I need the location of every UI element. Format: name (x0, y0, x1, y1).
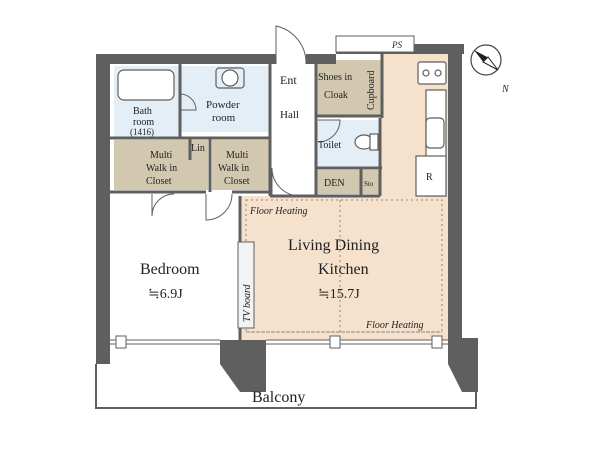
cupboard-floor (358, 60, 382, 116)
column-right (448, 338, 478, 392)
kitchen-counter (415, 61, 447, 197)
refrigerator-box (415, 155, 447, 197)
floor-heating-label-2: Floor Heating (365, 320, 424, 331)
shoes-cloak-floor (316, 60, 358, 116)
storage-label: Sto (364, 180, 374, 188)
column-center (220, 340, 266, 392)
lin-label: Lin (191, 143, 205, 154)
hall-floor (270, 66, 316, 196)
balcony-outline (95, 364, 477, 409)
compass-label: N (501, 84, 510, 95)
powder-room-label-1: Powder (206, 99, 240, 111)
bathtub-icon (117, 69, 175, 101)
ps-box (335, 35, 415, 53)
ldk-area: ≒15.7J (318, 287, 360, 302)
interior-walls (110, 54, 384, 340)
wall-right (448, 44, 462, 364)
tv-board-label: TV board (242, 283, 253, 322)
entrance-label: Ent (280, 73, 297, 87)
bedroom-area: ≒6.9J (148, 287, 183, 302)
bathroom-label-1: Bath (133, 106, 152, 117)
powder-door-icon (179, 93, 197, 111)
wall-fixtures (115, 335, 443, 349)
stove-icon (417, 61, 447, 85)
balcony-floor (96, 362, 476, 406)
closet-2-label-3: Closet (224, 176, 250, 187)
compass-ring (470, 44, 502, 76)
bedroom-door-icon (205, 193, 233, 221)
ldk-floor (240, 196, 448, 340)
closet-1-label-1: Multi (150, 150, 172, 161)
ldk-label-2: Kitchen (318, 261, 369, 278)
closet-1-floor (114, 140, 208, 190)
powder-room-label-2: room (212, 112, 236, 124)
wall-top-mid (306, 54, 336, 64)
room-floors (96, 54, 476, 406)
closet-2-label-2: Walk in (218, 163, 249, 174)
shoes-cloak-label-2: Cloak (324, 90, 348, 101)
refrigerator-label: R (426, 172, 433, 183)
closet-1-label-3: Closet (146, 176, 172, 187)
closet-1-label-2: Walk in (146, 163, 177, 174)
labels: Bath room (1416) Powder room Ent Hall Sh… (130, 40, 433, 406)
bath-fixtures (117, 67, 379, 151)
toilet-label: Toilet (318, 140, 341, 151)
hall-label: Hall (280, 109, 299, 121)
hall-door-icon (271, 167, 301, 197)
wall-left (96, 54, 110, 364)
wall-top-left (96, 54, 276, 64)
ldk-label-1: Living Dining (288, 237, 379, 254)
bathroom-label-3: (1416) (130, 127, 154, 137)
storage-floor (362, 170, 380, 194)
shoes-cloak-label-1: Shoes in (318, 72, 352, 83)
ps-label: PS (391, 40, 402, 50)
closet-2-label-1: Multi (226, 150, 248, 161)
bathroom-label-2: room (133, 117, 154, 128)
bedroom-closet-door-icon (151, 193, 175, 217)
windows (110, 339, 448, 345)
tv-board (237, 241, 255, 329)
doors (151, 25, 341, 221)
entrance-door-icon (275, 25, 307, 65)
den-floor (316, 170, 360, 194)
den-label: DEN (324, 178, 345, 189)
closet-2-floor (212, 140, 270, 190)
floor-heating-label-1: Floor Heating (249, 206, 308, 217)
washbasin-icon (215, 67, 245, 89)
bedroom-floor (114, 196, 240, 340)
balcony-label: Balcony (252, 389, 305, 406)
compass: N (470, 44, 510, 95)
toilet-door-icon (317, 119, 341, 143)
bedroom-label: Bedroom (140, 261, 200, 278)
sink-icon (425, 117, 445, 149)
cupboard-label: Cupboard (366, 71, 377, 110)
